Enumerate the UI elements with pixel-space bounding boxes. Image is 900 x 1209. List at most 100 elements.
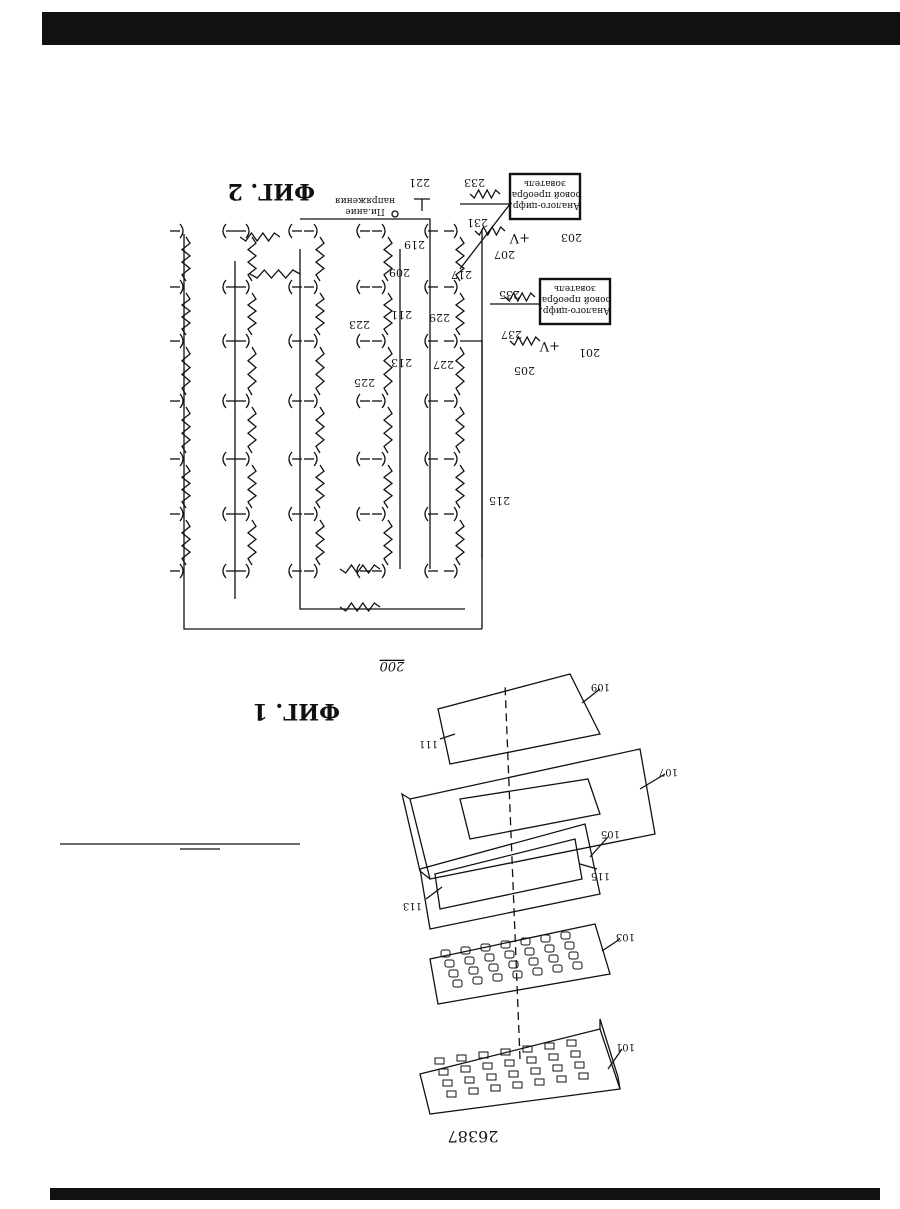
fig2-label-217: 217	[451, 268, 472, 281]
page-number: 26387	[448, 1127, 499, 1146]
base-key	[491, 1085, 500, 1091]
sense-electrode	[314, 452, 317, 466]
housing-side	[402, 794, 430, 879]
sense-electrode	[382, 394, 385, 408]
resistor	[182, 520, 190, 565]
sense-electrode	[314, 334, 317, 348]
resistor	[248, 293, 256, 335]
adc-block-bottom: Аналого-цифр. ровой преобра- зователь	[539, 279, 612, 324]
bus-inner	[300, 249, 465, 609]
resistor	[384, 407, 392, 453]
fig2-resistor-matrix	[170, 190, 540, 629]
fig2-label-229: 229	[429, 311, 450, 324]
sense-electrode	[357, 280, 360, 294]
sense-electrode	[357, 394, 360, 408]
sense-electrode	[382, 452, 385, 466]
sense-electrode	[454, 280, 457, 294]
keypad-key	[469, 967, 478, 974]
base-key	[579, 1073, 588, 1079]
base-key	[447, 1091, 456, 1097]
sense-electrode	[357, 224, 360, 238]
base-key	[545, 1043, 554, 1049]
sense-electrode	[180, 564, 183, 578]
sense-electrode	[382, 224, 385, 238]
fig2-label-223: 223	[349, 318, 370, 331]
fig2-label-237: 237	[501, 328, 522, 341]
resistor	[248, 520, 256, 565]
resistor	[384, 520, 392, 565]
sense-electrode	[289, 224, 292, 238]
keypad-key	[453, 980, 462, 987]
sense-electrode	[180, 507, 183, 521]
resistor	[316, 293, 324, 335]
resistor	[456, 293, 464, 335]
sense-electrode	[223, 334, 226, 348]
sense-electrode	[454, 452, 457, 466]
resistor	[316, 347, 324, 395]
sense-electrode	[357, 507, 360, 521]
resistor	[384, 465, 392, 508]
resistor	[182, 293, 190, 335]
scan-bottom-bar	[50, 1188, 880, 1200]
base-key	[439, 1069, 448, 1075]
base-key	[461, 1066, 470, 1072]
sense-electrode	[180, 280, 183, 294]
sense-electrode	[425, 507, 428, 521]
fig2-label-221: 221	[409, 176, 430, 189]
sense-electrode	[180, 452, 183, 466]
resistor	[456, 465, 464, 508]
sense-electrode	[223, 452, 226, 466]
plus-v-bottom: +V	[539, 338, 560, 353]
base-key	[487, 1074, 496, 1080]
keypad-key	[465, 957, 474, 964]
sense-electrode	[454, 394, 457, 408]
base-key	[509, 1071, 518, 1077]
resistor	[182, 347, 190, 395]
base-key	[435, 1058, 444, 1064]
base-key	[457, 1055, 466, 1061]
adc-bottom-line3: зователь	[554, 283, 596, 293]
supply-line1: Пи.ание	[345, 206, 384, 216]
base-key	[469, 1088, 478, 1094]
sense-electrode	[454, 564, 457, 578]
fig1-label-111: 111	[419, 738, 438, 749]
sense-electrode	[223, 507, 226, 521]
keypad-key	[561, 932, 570, 939]
fig2-label-235: 235	[499, 288, 520, 301]
fig2-caption: ФИГ. 2	[228, 178, 315, 204]
base-key	[505, 1060, 514, 1066]
sense-electrode	[289, 394, 292, 408]
fig1-label-109: 109	[591, 681, 610, 692]
resistor-horizontal	[340, 603, 380, 611]
keypad-key	[525, 948, 534, 955]
base-key	[571, 1051, 580, 1057]
adc-top-line2: ровой преобра-	[509, 189, 582, 200]
resistor	[248, 347, 256, 395]
sense-electrode	[314, 564, 317, 578]
base-key	[553, 1065, 562, 1071]
base-key	[549, 1054, 558, 1060]
fig1-caption: ФИГ. 1	[253, 698, 340, 724]
adc-top-line1: Аналого-цифр.	[510, 200, 580, 210]
base-key	[567, 1040, 576, 1046]
sense-electrode	[382, 334, 385, 348]
keypad-key	[541, 935, 550, 942]
sense-electrode	[246, 564, 249, 578]
bus-outer	[184, 234, 482, 629]
resistor	[182, 407, 190, 453]
keypad-key	[485, 954, 494, 961]
adc-bottom-line1: Аналого-цифр.	[540, 305, 610, 315]
base-key	[531, 1068, 540, 1074]
base-plate	[420, 1029, 620, 1114]
sense-electrode	[314, 394, 317, 408]
base-key	[513, 1082, 522, 1088]
keypad-key	[569, 952, 578, 959]
keypad-key	[553, 965, 562, 972]
sense-electrode	[289, 507, 292, 521]
keypad	[430, 924, 610, 1004]
resistor	[316, 520, 324, 565]
fig2-label-231: 231	[467, 216, 488, 229]
sense-electrode	[180, 224, 183, 238]
